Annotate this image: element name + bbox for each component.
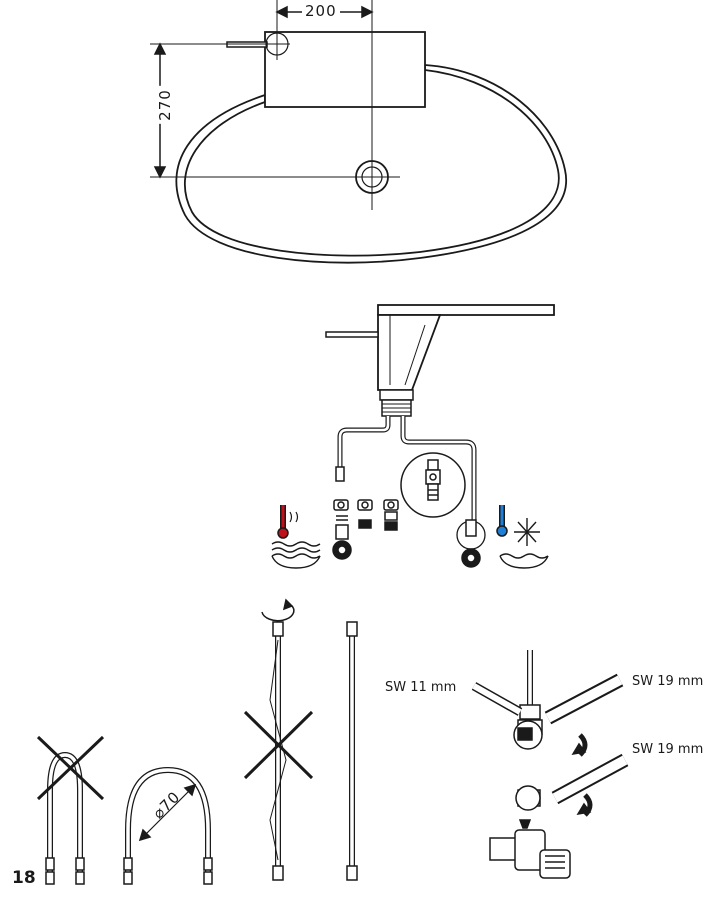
- faucet-block: [264, 31, 426, 108]
- angle-valve-right: [461, 548, 481, 568]
- wrench-label-sw19-bottom: SW 19 mm: [632, 742, 704, 757]
- hose-straight-correct: [346, 621, 358, 881]
- dimension-width: 200: [302, 2, 340, 20]
- cold-water-icon: [496, 505, 549, 569]
- wrench-label-sw19-top: SW 19 mm: [632, 674, 704, 689]
- hose-twist-wrong: [243, 598, 314, 881]
- hot-water-icon: [271, 505, 321, 569]
- snowflake-icon: [514, 518, 540, 546]
- hose-bend-correct: [123, 766, 213, 885]
- wrench-label-sw11: SW 11 mm: [385, 680, 457, 695]
- basin-plan-view: [150, 0, 568, 264]
- page-number: 18: [12, 868, 36, 888]
- faucet-side-view: [271, 304, 555, 569]
- hose-bend-wrong: [36, 735, 105, 885]
- wrench-assembly: [471, 650, 629, 879]
- angle-valve-left: [332, 524, 352, 560]
- dimension-height: 270: [155, 86, 174, 124]
- fitting-icons: [333, 499, 399, 531]
